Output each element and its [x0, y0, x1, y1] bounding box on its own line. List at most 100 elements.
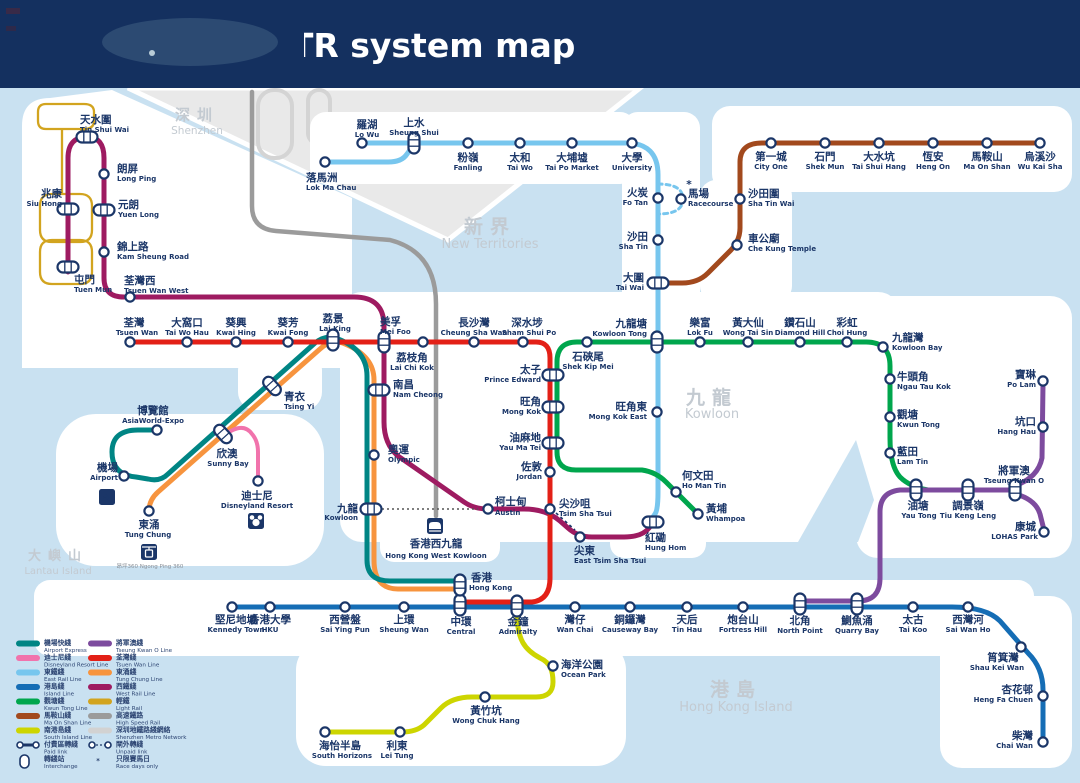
- svg-text:Lai King: Lai King: [319, 325, 351, 333]
- svg-text:Heng Fa Chuen: Heng Fa Chuen: [974, 696, 1033, 704]
- svg-text:Tseung Kwan O Line: Tseung Kwan O Line: [115, 648, 173, 654]
- svg-text:堅尼地城: 堅尼地城: [215, 613, 257, 626]
- station-ngau-tau-kok: [884, 373, 896, 385]
- station-city-one: [765, 137, 777, 149]
- svg-text:Austin: Austin: [495, 509, 520, 517]
- svg-text:荃灣綫: 荃灣綫: [116, 653, 137, 662]
- svg-text:Po Lam: Po Lam: [1007, 381, 1036, 389]
- station-heng-on: [927, 137, 939, 149]
- svg-text:Tai Wo: Tai Wo: [507, 164, 533, 172]
- legend-swatch-light-rail: [88, 698, 112, 705]
- svg-text:Interchange: Interchange: [44, 764, 78, 770]
- station-sha-tin-wai: [734, 193, 746, 205]
- svg-text:Hong Kong Island: Hong Kong Island: [679, 700, 792, 715]
- svg-text:太古: 太古: [902, 613, 924, 626]
- svg-text:馬鞍山綫: 馬鞍山綫: [44, 711, 71, 720]
- svg-text:鑽石山: 鑽石山: [784, 316, 816, 329]
- svg-text:車公廟: 車公廟: [748, 232, 780, 245]
- svg-text:Sunny Bay: Sunny Bay: [207, 460, 249, 468]
- station-lohas-park: [1038, 526, 1050, 538]
- svg-text:石門: 石門: [814, 151, 836, 163]
- svg-text:火炭: 火炭: [627, 186, 648, 199]
- station-kowloon-tong: [650, 330, 664, 354]
- svg-text:Tseung Kwan O: Tseung Kwan O: [984, 477, 1044, 485]
- station-fortress-hill: [737, 601, 749, 613]
- svg-text:Lei Tung: Lei Tung: [380, 752, 413, 760]
- station-central: [453, 593, 467, 617]
- station-tsim-sha-tsui: [544, 503, 556, 515]
- svg-text:黃大仙: 黃大仙: [731, 316, 764, 329]
- svg-text:油塘: 油塘: [908, 499, 929, 512]
- line-disneyland-resort: [219, 426, 260, 480]
- legend-swatch-island-line: [16, 684, 40, 690]
- svg-text:利東: 利東: [387, 739, 408, 752]
- station-fanling: [462, 137, 474, 149]
- kowloon-bay-water: [798, 440, 874, 542]
- station-admiralty: [510, 594, 524, 618]
- svg-text:九龍塘: 九龍塘: [615, 317, 648, 330]
- svg-text:Island Line: Island Line: [44, 691, 75, 697]
- svg-text:East Tsim Sha Tsui: East Tsim Sha Tsui: [574, 557, 646, 565]
- svg-text:奧運: 奧運: [387, 443, 409, 456]
- corner-mark-1: [6, 8, 20, 14]
- station-kwai-hing: [230, 336, 242, 348]
- svg-text:落馬洲: 落馬洲: [306, 171, 338, 184]
- svg-text:Sheung Wan: Sheung Wan: [379, 626, 428, 634]
- title-smudge-glow: [102, 18, 278, 66]
- svg-text:Jordan: Jordan: [515, 473, 542, 481]
- station-wu-kai-sha: [1034, 137, 1046, 149]
- title-smudge-dot: [149, 50, 155, 56]
- svg-text:Tsim Sha Tsui: Tsim Sha Tsui: [559, 510, 612, 518]
- svg-text:Mei Foo: Mei Foo: [380, 328, 411, 336]
- svg-text:大水坑: 大水坑: [863, 150, 895, 163]
- svg-text:輕鐵: 輕鐵: [116, 696, 130, 705]
- connector-tst-east-tst-link: [555, 512, 576, 531]
- station-south-horizons: [319, 726, 331, 738]
- svg-text:Kowloon Bay: Kowloon Bay: [892, 344, 943, 352]
- svg-text:Disneyland Resort Line: Disneyland Resort Line: [44, 662, 109, 668]
- legend-swatch-east-rail-line: [16, 669, 40, 676]
- svg-text:Whampoa: Whampoa: [706, 515, 746, 523]
- svg-text:寶琳: 寶琳: [1015, 368, 1037, 381]
- station-ma-on-shan: [981, 137, 993, 149]
- station-tai-po-market: [566, 137, 578, 149]
- legend-swatch-tung-chung-line: [88, 669, 112, 676]
- legend-swatch-disneyland-resort-line: [16, 655, 40, 661]
- svg-text:Central: Central: [447, 628, 476, 636]
- station-sai-ying-pun: [339, 601, 351, 613]
- station-sheung-wan: [398, 601, 410, 613]
- station-north-point: [793, 592, 807, 616]
- station-wong-tai-sin: [742, 336, 754, 348]
- svg-text:Wong Tai Sin: Wong Tai Sin: [723, 329, 774, 337]
- station-kowloon: [359, 502, 383, 516]
- svg-text:黃竹坑: 黃竹坑: [469, 704, 502, 717]
- svg-text:Wong Chuk Hang: Wong Chuk Hang: [452, 717, 519, 725]
